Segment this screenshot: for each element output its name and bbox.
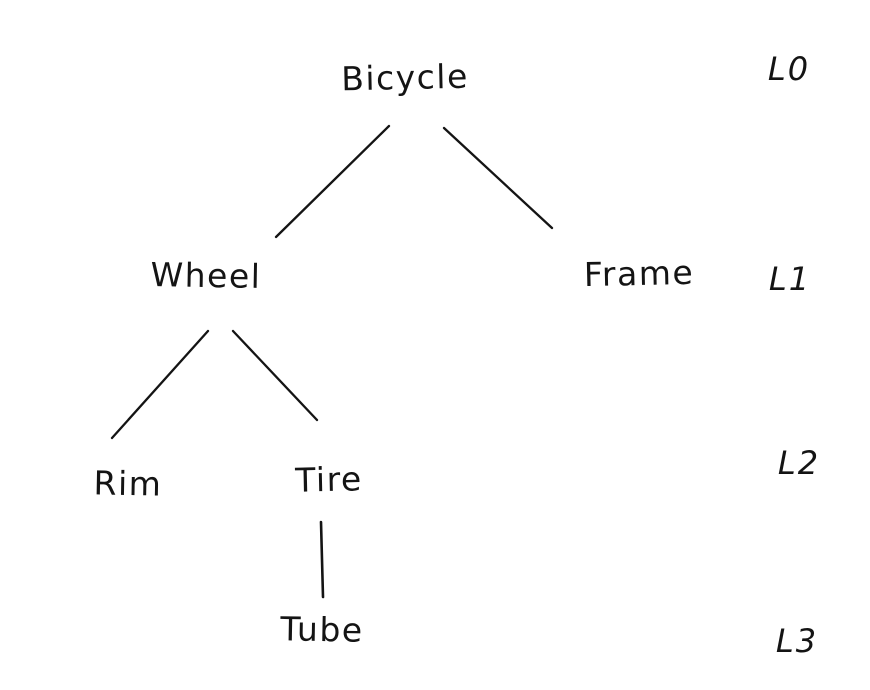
level-label-l2: L2 bbox=[777, 444, 821, 482]
edge-bicycle-frame bbox=[442, 126, 554, 230]
level-label-l3: L3 bbox=[775, 622, 819, 660]
node-wheel: Wheel bbox=[150, 255, 262, 296]
edge-tire-tube bbox=[319, 520, 325, 599]
node-tube: Tube bbox=[280, 609, 364, 650]
edge-bicycle-wheel bbox=[274, 124, 391, 239]
level-label-l1: L1 bbox=[768, 260, 812, 298]
level-label-l0: L0 bbox=[767, 50, 811, 88]
node-tire: Tire bbox=[294, 459, 364, 500]
edge-wheel-rim bbox=[110, 329, 210, 440]
edge-wheel-tire bbox=[231, 329, 319, 422]
node-bicycle: Bicycle bbox=[340, 56, 470, 99]
node-frame: Frame bbox=[583, 252, 695, 295]
node-rim: Rim bbox=[93, 463, 163, 504]
